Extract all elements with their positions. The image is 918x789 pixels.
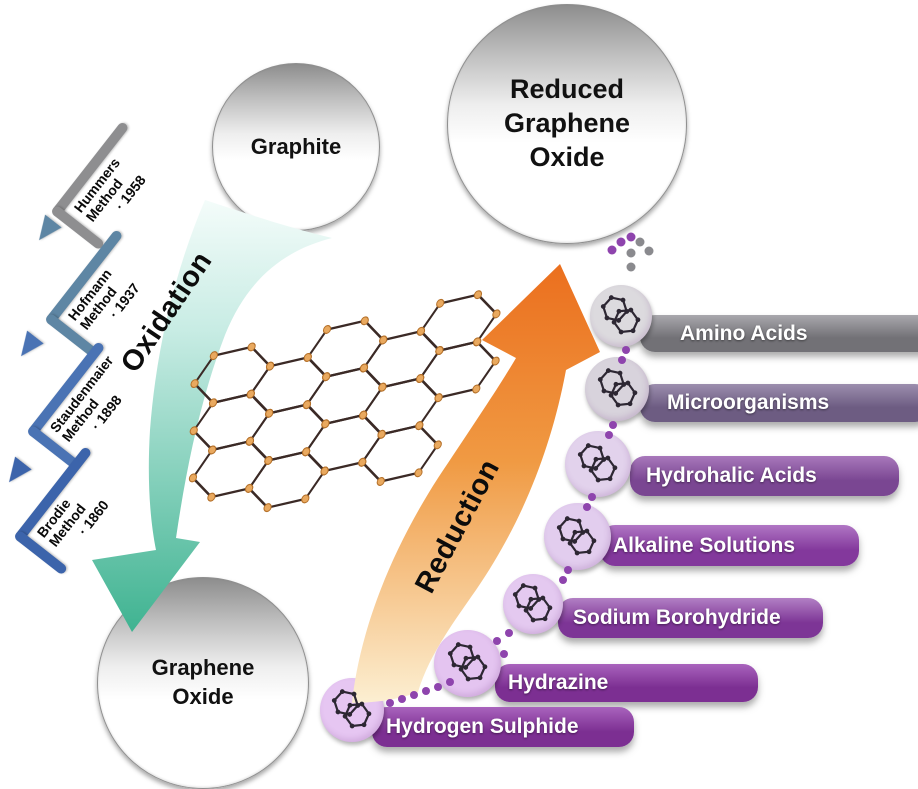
agent-pill: Hydrazine: [495, 664, 758, 702]
timeline-arrow-icon: [0, 456, 32, 489]
reduced-graphene-oxide-node: Reduced Graphene Oxide: [447, 4, 687, 244]
molecule-circle: [585, 357, 649, 421]
graphene-lattice: [187, 284, 502, 518]
agent-pill: Hydrogen Sulphide: [372, 707, 634, 747]
timeline-arrow-icon: [12, 330, 44, 363]
molecule-circle: [434, 630, 501, 697]
reduced-graphene-oxide-label: Reduced Graphene Oxide: [503, 74, 631, 172]
agent-pill: Sodium Borohydride: [558, 598, 823, 638]
agent-label: Sodium Borohydride: [573, 606, 781, 629]
molecule-circle: [503, 574, 563, 634]
agent-label: Alkaline Solutions: [613, 533, 796, 557]
agent-pill: Amino Acids: [640, 315, 918, 352]
agent-label: Microorganisms: [667, 391, 830, 414]
agent-pill: Hydrohalic Acids: [630, 456, 899, 496]
agent-label: Amino Acids: [680, 321, 808, 345]
molecule-circle: [320, 678, 384, 742]
agent-label: Hydrohalic Acids: [646, 464, 817, 487]
reduction-label: Reduction: [409, 454, 507, 599]
timeline-item-brodie: Brodie Method · 1860: [13, 440, 152, 584]
rgo-connector-dots: [607, 232, 654, 272]
agent-label: Hydrazine: [508, 671, 609, 694]
graphene-oxide-label: Graphene Oxide: [151, 655, 255, 709]
graphene-oxide-node: Graphene Oxide: [97, 577, 309, 789]
graphite-label: Graphite: [250, 134, 342, 159]
timeline-arrow-icon: [30, 214, 62, 247]
agent-pill: Alkaline Solutions: [600, 525, 859, 566]
molecule-circle: [565, 431, 631, 497]
graphite-node: Graphite: [212, 63, 380, 231]
molecule-circle: [544, 503, 611, 570]
agent-label: Hydrogen Sulphide: [386, 715, 579, 738]
molecule-circle: [590, 285, 652, 347]
agent-pill: Microorganisms: [640, 384, 918, 422]
